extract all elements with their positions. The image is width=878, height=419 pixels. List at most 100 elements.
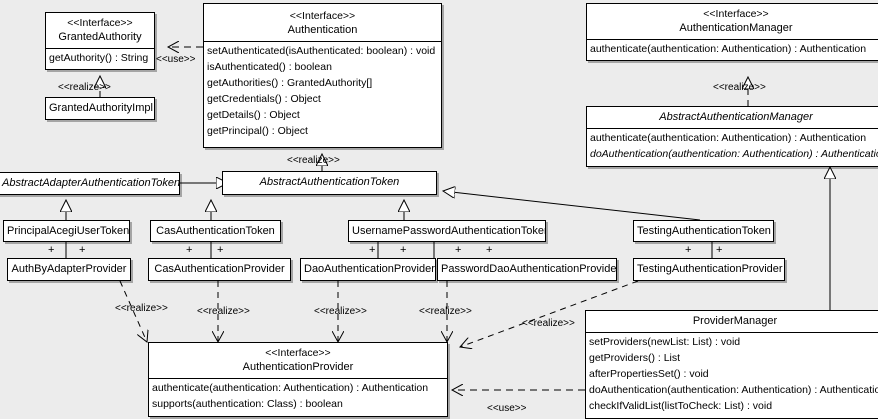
class-name: PrincipalAcegiUserToken <box>7 225 130 237</box>
operations-compartment: setAuthenticated(isAuthenticated: boolea… <box>204 42 441 140</box>
class-testing-authentication-provider[interactable]: TestingAuthenticationProvider <box>633 258 785 281</box>
class-name: TestingAuthenticationToken <box>637 225 771 237</box>
class-name: AuthenticationProvider <box>242 361 354 373</box>
class-abstract-adapter-authentication-token[interactable]: AbstractAdapterAuthenticationToken <box>0 172 180 195</box>
operations-compartment: authenticate(authentication: Authenticat… <box>587 40 878 58</box>
compartment-divider <box>587 128 878 129</box>
association-marker-plus: + <box>685 244 692 256</box>
stereotype-label: <<Interface>> <box>67 17 133 29</box>
compartment-divider <box>46 48 154 49</box>
class-name: Authentication <box>287 24 358 36</box>
operation-item: getDetails() : Object <box>207 109 300 121</box>
operation-item: setProviders(newList: List) : void <box>589 336 741 348</box>
class-abstract-authentication-token[interactable]: AbstractAuthenticationToken <box>222 171 437 195</box>
class-name: AbstractAdapterAuthenticationToken <box>2 177 180 189</box>
compartment-divider <box>586 332 878 333</box>
operations-compartment: authenticate(authentication: Authenticat… <box>587 129 878 163</box>
class-header: CasAuthenticationProvider <box>149 259 290 280</box>
association-marker-plus: + <box>369 244 376 256</box>
class-name: UsernamePasswordAuthenticationToken <box>352 225 546 237</box>
association-marker-plus: + <box>716 244 723 256</box>
class-auth-by-adapter-provider[interactable]: AuthByAdapterProvider <box>7 258 131 281</box>
class-cas-authentication-provider[interactable]: CasAuthenticationProvider <box>148 258 291 281</box>
operation-item: getCredentials() : Object <box>207 93 321 105</box>
class-header: TestingAuthenticationToken <box>634 221 773 241</box>
association-marker-plus: + <box>455 244 462 256</box>
operation-item: getAuthorities() : GrantedAuthority[] <box>207 77 373 89</box>
class-header: AuthByAdapterProvider <box>8 259 130 280</box>
edge-label-realize-password-dao-provider: <<realize>> <box>419 306 472 317</box>
class-abstract-authentication-manager[interactable]: AbstractAuthenticationManager authentica… <box>586 106 878 167</box>
operation-item: setAuthenticated(isAuthenticated: boolea… <box>207 45 436 57</box>
operation-item: authenticate(authentication: Authenticat… <box>590 43 867 55</box>
class-header: UsernamePasswordAuthenticationToken <box>349 221 546 241</box>
operation-item: doAuthentication(authentication: Authent… <box>590 148 878 160</box>
operation-item: isAuthenticated() : boolean <box>207 61 332 73</box>
operation-item: checkIfValidList(listToCheck: List) : vo… <box>589 400 773 412</box>
class-name: PasswordDaoAuthenticationProvider <box>441 263 617 275</box>
class-authentication-provider[interactable]: <<Interface>> AuthenticationProvider aut… <box>148 342 448 417</box>
class-header: <<Interface>> Authentication <box>204 4 441 41</box>
class-name: AuthByAdapterProvider <box>11 263 127 275</box>
class-granted-authority[interactable]: <<Interface>> GrantedAuthority getAuthor… <box>45 12 155 70</box>
compartment-divider <box>149 378 447 379</box>
edge-label-realize-cas-provider: <<realize>> <box>197 306 250 317</box>
edge-label-realize-testing-provider: <<realize>> <box>522 318 575 329</box>
class-dao-authentication-provider[interactable]: DaoAuthenticationProvider <box>300 258 436 281</box>
operations-compartment: authenticate(authentication: Authenticat… <box>149 379 447 413</box>
operation-item: supports(authentication: Class) : boolea… <box>152 398 343 410</box>
class-header: <<Interface>> GrantedAuthority <box>46 13 154 48</box>
class-authentication-manager[interactable]: <<Interface>> AuthenticationManager auth… <box>586 3 878 61</box>
compartment-divider <box>587 39 878 40</box>
stereotype-label: <<Interface>> <box>703 8 769 20</box>
operations-compartment: setProviders(newList: List) : void getPr… <box>586 333 878 415</box>
class-name: CasAuthenticationToken <box>156 225 275 237</box>
class-provider-manager[interactable]: ProviderManager setProviders(newList: Li… <box>585 310 878 419</box>
class-password-dao-authentication-provider[interactable]: PasswordDaoAuthenticationProvider <box>437 258 617 281</box>
class-header: PrincipalAcegiUserToken <box>4 221 130 241</box>
edge-label-realize-granted-authority-impl: <<realize>> <box>58 82 111 93</box>
class-name: AbstractAuthenticationManager <box>659 111 813 123</box>
class-name: CasAuthenticationProvider <box>154 263 285 275</box>
class-name: TestingAuthenticationProvider <box>637 263 783 275</box>
association-marker-plus: + <box>400 244 407 256</box>
class-header: TestingAuthenticationProvider <box>634 259 784 280</box>
edge-label-realize-dao-provider: <<realize>> <box>314 306 367 317</box>
class-header: PasswordDaoAuthenticationProvider <box>438 259 616 280</box>
edge-label-use-provider-manager: <<use>> <box>487 403 527 414</box>
class-header: AbstractAdapterAuthenticationToken <box>0 173 179 194</box>
class-name: GrantedAuthority <box>58 31 142 43</box>
operations-compartment: getAuthority() : String <box>46 49 154 67</box>
class-header: GrantedAuthorityImpl <box>46 98 154 119</box>
operation-item: getProviders() : List <box>589 352 681 364</box>
stereotype-label: <<Interface>> <box>289 10 356 22</box>
association-marker-plus: + <box>186 244 193 256</box>
operation-item: afterPropertiesSet() : void <box>589 368 709 380</box>
edge-label-realize-abstract-authentication-token: <<realize>> <box>287 155 340 166</box>
class-header: <<Interface>> AuthenticationProvider <box>149 343 447 378</box>
operation-item: getAuthority() : String <box>49 52 149 64</box>
association-marker-plus: + <box>48 244 55 256</box>
class-name: AuthenticationManager <box>679 22 793 34</box>
class-header: AbstractAuthenticationToken <box>223 172 436 193</box>
association-marker-plus: + <box>486 244 493 256</box>
class-granted-authority-impl[interactable]: GrantedAuthorityImpl <box>45 97 155 120</box>
edge-label-use-granted-authority: <<use>> <box>156 54 196 65</box>
class-cas-authentication-token[interactable]: CasAuthenticationToken <box>150 220 281 242</box>
class-testing-authentication-token[interactable]: TestingAuthenticationToken <box>633 220 774 242</box>
class-username-password-authentication-token[interactable]: UsernamePasswordAuthenticationToken <box>348 220 546 242</box>
class-authentication[interactable]: <<Interface>> Authentication setAuthenti… <box>203 3 442 148</box>
class-header: DaoAuthenticationProvider <box>301 259 435 280</box>
operation-item: authenticate(authentication: Authenticat… <box>590 132 867 144</box>
stereotype-label: <<Interface>> <box>265 347 331 359</box>
class-header: ProviderManager <box>586 311 878 332</box>
operation-item: authenticate(authentication: Authenticat… <box>152 382 429 394</box>
class-name: ProviderManager <box>692 315 778 327</box>
operation-item: getPrincipal() : Object <box>207 125 308 137</box>
compartment-divider <box>204 41 441 42</box>
association-marker-plus: + <box>217 244 224 256</box>
class-header: CasAuthenticationToken <box>151 221 280 241</box>
class-name: GrantedAuthorityImpl <box>49 102 153 114</box>
class-principal-acegi-user-token[interactable]: PrincipalAcegiUserToken <box>3 220 130 242</box>
